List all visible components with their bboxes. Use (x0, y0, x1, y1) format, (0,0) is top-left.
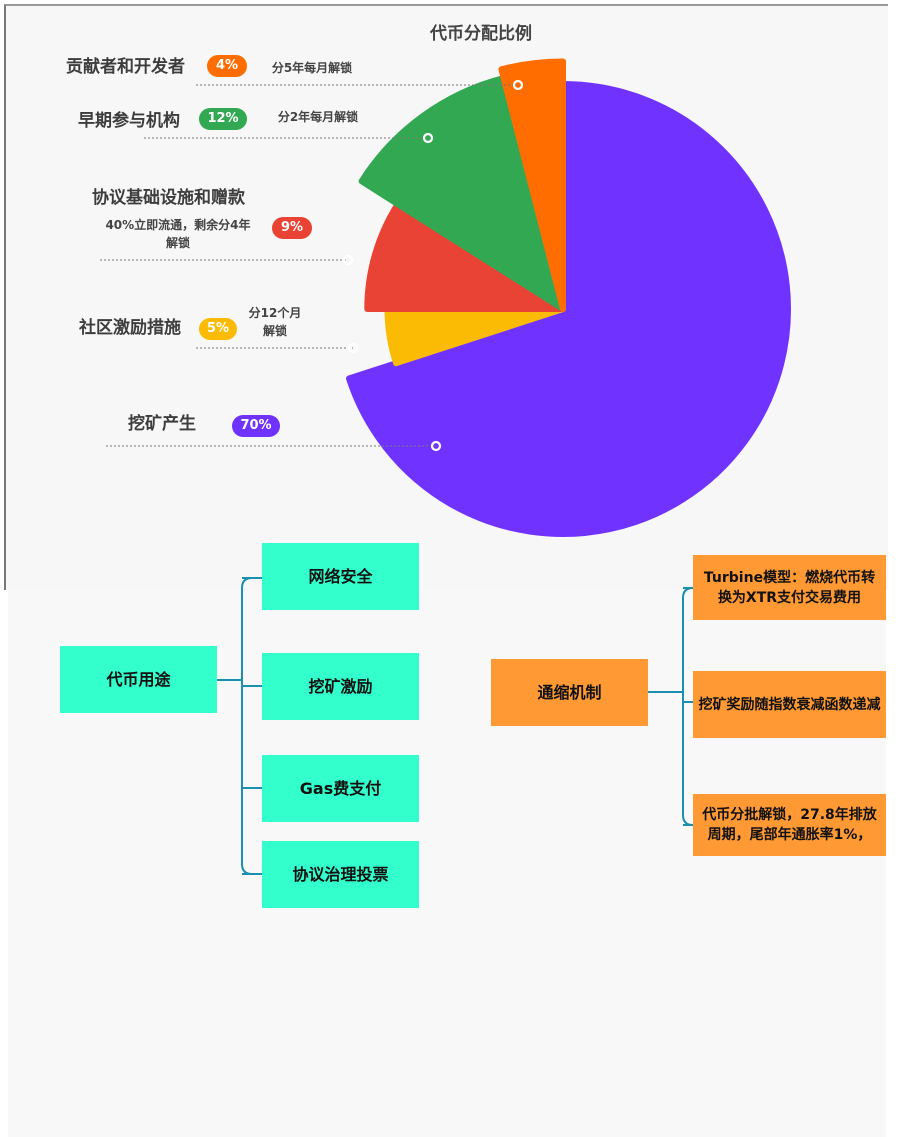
leader-marker-0 (430, 440, 442, 452)
badge-early-institutions: 12% (199, 108, 247, 130)
deflation-item-unlock: 代币分批解锁，27.8年排放周期，尾部年通胀率1%， (693, 794, 886, 856)
label-community: 社区激励措施 (79, 318, 181, 338)
badge-contributors: 4% (207, 55, 247, 77)
label-contributors: 贡献者和开发者 (66, 57, 185, 77)
label-infrastructure: 协议基础设施和赠款 (92, 188, 245, 208)
usage-item-gas-fee: Gas费支付 (262, 755, 419, 822)
label-mining: 挖矿产生 (128, 414, 196, 434)
deflation-root-node: 通缩机制 (491, 659, 648, 726)
note-infrastructure: 40%立即流通，剩余分4年解锁 (105, 218, 251, 250)
note-early-institutions: 分2年每月解锁 (277, 110, 359, 124)
leader-marker-1 (347, 342, 359, 354)
badge-infrastructure: 9% (272, 217, 312, 239)
note-contributors: 分5年每月解锁 (271, 61, 353, 75)
leader-marker-3 (422, 132, 434, 144)
usage-item-governance-vote: 协议治理投票 (262, 841, 419, 908)
pie-slice-4 (498, 58, 566, 312)
usage-item-mining-incentive: 挖矿激励 (262, 653, 419, 720)
label-early-institutions: 早期参与机构 (78, 111, 180, 131)
note-community: 分12个月解锁 (248, 306, 302, 338)
usage-bracket (241, 577, 253, 875)
pie-slice-0 (346, 81, 791, 537)
leader-marker-4 (512, 79, 524, 91)
pie-slice-3 (358, 75, 566, 312)
deflation-bracket (682, 587, 694, 826)
badge-mining: 70% (232, 415, 280, 437)
deflation-item-decay: 挖矿奖励随指数衰减函数递减 (693, 671, 886, 738)
pie-slice-2 (364, 201, 566, 312)
usage-item-network-security: 网络安全 (262, 543, 419, 610)
badge-community: 5% (199, 318, 237, 340)
usage-root-node: 代币用途 (60, 646, 217, 713)
chart-title: 代币分配比例 (430, 24, 532, 44)
leader-marker-2 (342, 254, 354, 266)
deflation-item-turbine: Turbine模型：燃烧代币转换为XTR支付交易费用 (693, 555, 886, 620)
pie-chart (100, 58, 791, 537)
